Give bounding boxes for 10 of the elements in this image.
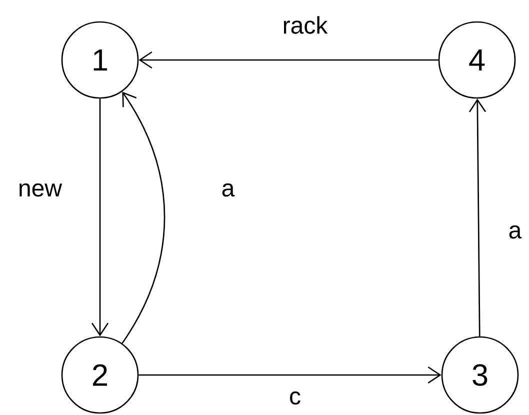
arrow [91, 98, 109, 336]
edge-label: rack [281, 14, 329, 36]
arrow [138, 51, 438, 69]
edge-label: a [507, 224, 524, 240]
arrow [468, 98, 486, 336]
arrow [138, 366, 442, 384]
edge-label: c [288, 390, 302, 406]
edge-label: a [220, 182, 236, 198]
edge-label: new [16, 182, 64, 198]
arrow [122, 92, 166, 344]
